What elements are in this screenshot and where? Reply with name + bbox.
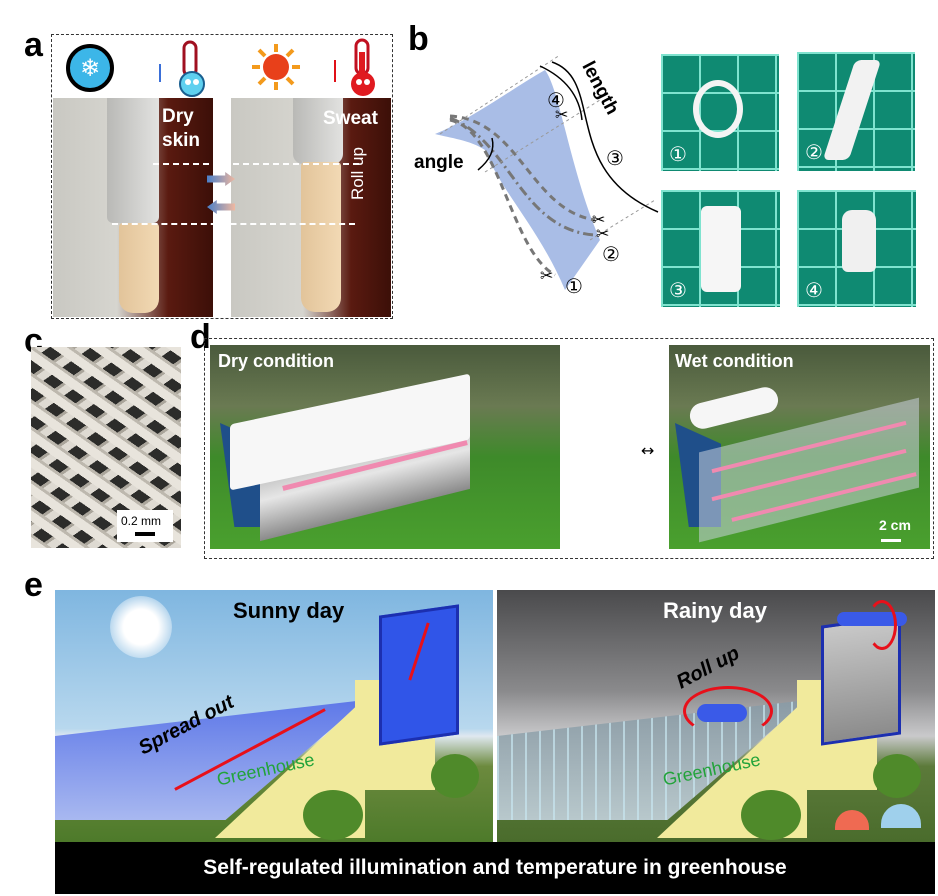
scissors-icon: ✂ xyxy=(540,266,554,285)
angle-arrow xyxy=(477,137,494,171)
snowflake-icon: ❄ xyxy=(66,44,114,92)
knit-micrograph: 0.2 mm xyxy=(31,347,181,548)
bush xyxy=(741,790,801,840)
rolled-fabric xyxy=(687,384,781,432)
coiled-strip xyxy=(693,80,743,138)
wet-condition-title: Wet condition xyxy=(675,351,794,371)
scissors-icon: ✂ xyxy=(555,105,569,124)
scissors-icon: ✂ xyxy=(596,224,610,243)
dry-condition-title: Dry condition xyxy=(218,351,334,371)
rainy-day-title: Rainy day xyxy=(663,598,767,623)
cutting-diagram xyxy=(435,54,659,290)
panel-e-letter: e xyxy=(24,566,43,604)
angle-label: angle xyxy=(414,152,464,173)
rainy-day-illustration: Rainy day Roll up Greenhouse xyxy=(497,590,935,842)
scale-bar xyxy=(881,539,901,542)
length-arrow-outer xyxy=(551,61,659,213)
cut-line-1 xyxy=(449,118,556,277)
panel-d-letter: d xyxy=(190,318,211,356)
panel-b-letter: b xyxy=(408,20,429,58)
roof-roll-arrow xyxy=(867,600,897,650)
sample-photo-1: ① xyxy=(661,54,779,171)
photo-label-4: ④ xyxy=(805,278,823,302)
bush xyxy=(873,754,921,798)
marker-4: ④ xyxy=(547,88,565,112)
down-arrow-icon xyxy=(159,64,161,82)
scale-bar-label: 2 cm xyxy=(879,517,911,533)
scale-bar-label: 0.2 mm xyxy=(121,514,162,528)
double-arrow-icon: ↔ xyxy=(641,441,655,460)
sample-photo-3: ③ xyxy=(661,190,780,307)
thermometer-cold-icon xyxy=(174,40,210,98)
right-arrow-icon xyxy=(207,172,235,186)
panel-d-frame xyxy=(204,338,934,559)
sleeve-rolled xyxy=(293,98,343,164)
marker-3: ③ xyxy=(606,146,624,170)
curled-strip xyxy=(842,210,876,272)
guide-line-mid xyxy=(484,99,601,173)
bush xyxy=(431,754,479,798)
wet-condition-photo: Wet condition 2 cm xyxy=(669,345,930,549)
length-arrow-inner xyxy=(539,65,583,121)
sleeve xyxy=(107,98,159,223)
fabric-sheet xyxy=(435,70,600,290)
arm-photo-dry xyxy=(53,98,213,317)
scissors-icon: ✂ xyxy=(592,210,606,229)
sun xyxy=(110,596,172,658)
marker-1: ① xyxy=(565,274,583,298)
caption-text: Self-regulated illumination and temperat… xyxy=(203,856,787,879)
marker-2: ② xyxy=(602,242,620,266)
sunny-day-illustration: Sunny day Spread out Greenhouse xyxy=(55,590,493,842)
umbrella-red-icon xyxy=(835,810,869,830)
helical-strip xyxy=(822,60,882,160)
photo-label-3: ③ xyxy=(669,278,687,302)
rolled-strip xyxy=(701,206,741,292)
panel-a-letter: a xyxy=(24,26,43,64)
bush xyxy=(303,790,363,840)
cut-line-2 xyxy=(449,116,596,237)
left-arrow-icon xyxy=(207,200,235,214)
scale-bar-box: 0.2 mm xyxy=(117,510,173,542)
panel-a-frame xyxy=(51,34,393,319)
roll-up-arrow xyxy=(683,686,773,736)
dashed-line-upper xyxy=(153,163,359,165)
sample-photo-2: ② xyxy=(797,52,915,171)
thermometer-hot-icon xyxy=(344,38,382,98)
sample-photo-4: ④ xyxy=(797,190,916,307)
photo-label-1: ① xyxy=(669,142,687,166)
hand xyxy=(119,223,159,313)
dry-skin-label-1: Dry xyxy=(162,106,194,127)
caption-bar: Self-regulated illumination and temperat… xyxy=(55,842,935,894)
dashed-line-lower xyxy=(112,223,355,225)
umbrella-blue-icon xyxy=(881,804,921,828)
hand xyxy=(301,162,341,312)
sweat-label: Sweat xyxy=(323,108,378,129)
cut-line-3 xyxy=(449,114,596,222)
sun-icon xyxy=(248,42,304,92)
roll-up-label: Roll up xyxy=(348,147,367,200)
house-roof-blue xyxy=(379,604,459,746)
dry-condition-photo: Dry condition xyxy=(210,345,560,549)
arm-photo-sweat xyxy=(231,98,391,317)
guide-line-bot xyxy=(589,199,656,241)
scale-bar xyxy=(135,532,155,536)
dry-skin-label-2: skin xyxy=(162,130,201,151)
sunny-day-title: Sunny day xyxy=(233,598,345,623)
up-arrow-icon xyxy=(334,60,336,82)
photo-label-2: ② xyxy=(805,140,823,164)
